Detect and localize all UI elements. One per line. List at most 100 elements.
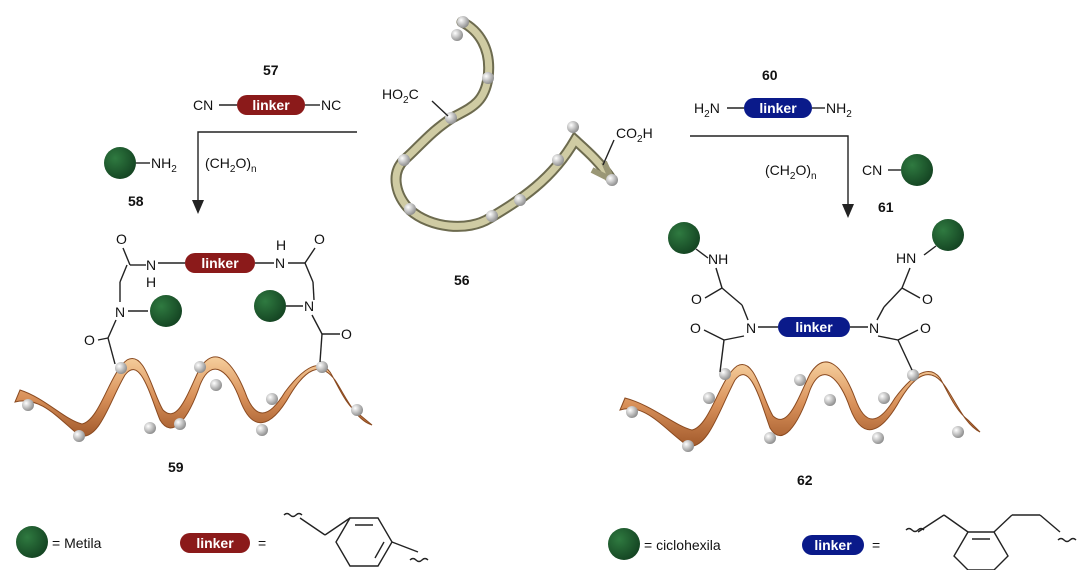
product-62: NH O N linker N O HN O O 62	[619, 219, 981, 488]
chain-bead	[445, 112, 457, 124]
helix-bead	[952, 426, 964, 438]
bond	[901, 287, 921, 299]
helix-bead	[144, 422, 156, 434]
svg-text:NH2: NH2	[826, 100, 852, 120]
helix-bead	[703, 392, 715, 404]
chain-bead	[451, 29, 463, 41]
compound-61-label: 61	[878, 199, 894, 215]
legend-cyclohexyl-ball	[608, 528, 640, 560]
bond	[299, 517, 326, 536]
bond	[704, 287, 723, 299]
helix-bead	[256, 424, 268, 436]
legend-cyclohexyl-text: = ciclohexila	[644, 537, 721, 553]
helix-bead	[626, 406, 638, 418]
o-atom: O	[690, 320, 701, 336]
ch2o-right-label: (CH	[765, 162, 790, 178]
bond	[719, 339, 725, 373]
wavy-bond	[283, 512, 303, 518]
linker-pill-red-59-text: linker	[201, 255, 239, 271]
nh2-label: NH	[151, 155, 171, 171]
bond	[431, 100, 449, 117]
product-59: O N H linker H N O N O N O 59	[14, 231, 373, 475]
helix-beads-59	[22, 361, 363, 442]
bond	[324, 517, 351, 536]
h-atom: H	[146, 274, 156, 290]
o-atom: O	[116, 231, 127, 247]
bond	[741, 304, 749, 321]
bond	[374, 541, 385, 559]
chain-bead	[457, 16, 469, 28]
ch2o-o: O)	[235, 155, 251, 171]
helix-bead	[194, 361, 206, 373]
helix-bead	[22, 399, 34, 411]
n-atom: N	[304, 298, 314, 314]
helix-ribbon-62	[619, 361, 981, 447]
arrowhead-left	[192, 200, 204, 214]
bond	[695, 248, 709, 259]
linker-pill-red-text: linker	[252, 97, 290, 113]
bond	[703, 329, 725, 341]
o-atom: O	[920, 320, 931, 336]
chain-bead	[486, 210, 498, 222]
co2h-label: CO	[616, 125, 637, 141]
legend-methyl-ball	[16, 526, 48, 558]
helix-bead	[764, 432, 776, 444]
chain-beads	[398, 16, 618, 222]
reaction-arrow-right	[690, 135, 849, 212]
svg-text:H2N: H2N	[694, 100, 720, 120]
ch2o-sub: 2	[230, 164, 236, 175]
helix-bead	[824, 394, 836, 406]
co2h-h: H	[643, 125, 653, 141]
bond	[923, 245, 937, 256]
bond	[877, 335, 899, 341]
linker-pill-blue	[744, 98, 812, 118]
chain-bead	[398, 154, 410, 166]
o-atom: O	[314, 231, 325, 247]
ho2c-label: HO	[382, 86, 403, 102]
bond	[304, 262, 314, 283]
bond	[715, 267, 723, 289]
compound-59-label: 59	[168, 459, 184, 475]
nh2-sub: 2	[171, 164, 177, 175]
peptide-chain-56: HO2C CO2H 56	[382, 16, 653, 288]
cyclohexyl-ball-62-left	[668, 222, 700, 254]
ch2o-right-sub: 2	[790, 171, 796, 182]
compound-57-label: 57	[263, 62, 279, 78]
benzene-ring	[335, 517, 393, 567]
legend-left: = Metila linker =	[16, 512, 429, 567]
bond	[304, 247, 316, 264]
bond	[897, 339, 913, 371]
nh2-right-sub: 2	[846, 109, 852, 120]
helix-bead	[682, 440, 694, 452]
helix-bead	[115, 362, 127, 374]
hn-atom: HN	[896, 250, 916, 266]
chain-bead	[482, 72, 494, 84]
compound-58-label: 58	[128, 193, 144, 209]
helix-bead	[907, 369, 919, 381]
helix-bead	[266, 393, 278, 405]
legend-equals-left: =	[258, 535, 266, 551]
bond	[312, 281, 315, 301]
nh2-right-label: NH	[826, 100, 846, 116]
helix-bead	[794, 374, 806, 386]
n-atom: N	[146, 257, 156, 273]
compound-62-label: 62	[797, 472, 813, 488]
bond	[993, 514, 1013, 533]
helix-ribbon-59	[14, 356, 373, 437]
n-atom: N	[746, 320, 756, 336]
bond	[311, 314, 323, 335]
linker-pill-red-59	[185, 253, 255, 273]
xylyl-linker-structure	[905, 514, 1077, 570]
nh-atom: NH	[708, 251, 728, 267]
svg-text:(CH2O)n: (CH2O)n	[205, 155, 257, 175]
helix-bead	[73, 430, 85, 442]
bond	[107, 319, 117, 339]
arrowhead-right	[842, 204, 854, 218]
linker-pill-blue-text: linker	[759, 100, 797, 116]
legend-linker-red-text: linker	[196, 535, 234, 551]
bond	[319, 333, 323, 363]
bond	[391, 541, 419, 553]
helix-bead	[316, 361, 328, 373]
helix-beads-62	[626, 368, 964, 452]
